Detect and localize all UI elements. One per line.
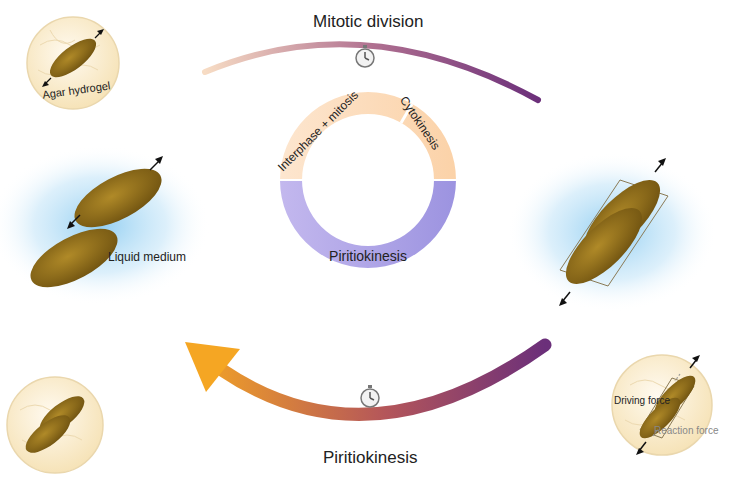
node-text: Interphase + mitosis	[269, 82, 367, 180]
diagram-node: Driving forceReaction force	[612, 355, 712, 455]
diagram-node: Cytokinesis	[380, 114, 460, 132]
node-text: Agar hydrogel	[41, 79, 111, 100]
node-text: Reaction force	[654, 425, 718, 436]
node-text: Piritiokinesis	[318, 246, 418, 266]
node-text: Driving force	[614, 395, 670, 406]
diagram-node: Piritiokinesis	[318, 246, 418, 266]
diagram-node: Liquid medium	[20, 160, 200, 280]
node-text: Cytokinesis	[390, 85, 450, 161]
node-text: Liquid medium	[108, 250, 186, 264]
process-label: Mitotic division	[313, 12, 424, 32]
diagram-node: Agar hydrogel	[28, 18, 118, 110]
process-label: Piritiokinesis	[323, 448, 417, 468]
diagram-node: Interphase + mitosis	[258, 122, 378, 140]
